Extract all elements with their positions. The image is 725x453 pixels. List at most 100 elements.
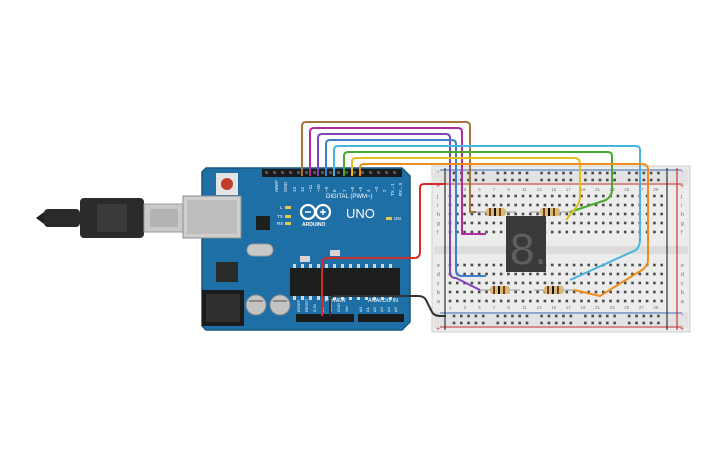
breadboard-hole[interactable]: [470, 203, 474, 207]
breadboard-hole[interactable]: [463, 221, 466, 225]
breadboard-hole[interactable]: [481, 321, 485, 325]
breadboard-hole[interactable]: [481, 171, 485, 175]
breadboard-hole[interactable]: [657, 178, 660, 182]
breadboard-hole[interactable]: [565, 230, 569, 234]
breadboard-hole[interactable]: [550, 272, 554, 276]
breadboard-hole[interactable]: [638, 281, 642, 285]
breadboard-hole[interactable]: [543, 203, 547, 207]
breadboard-hole[interactable]: [470, 221, 474, 225]
breadboard-hole[interactable]: [550, 194, 554, 198]
breadboard-hole[interactable]: [580, 281, 583, 285]
breadboard-hole[interactable]: [602, 230, 605, 234]
breadboard-hole[interactable]: [594, 230, 598, 234]
breadboard-hole[interactable]: [521, 212, 525, 216]
breadboard-hole[interactable]: [481, 314, 485, 318]
breadboard-hole[interactable]: [448, 281, 452, 285]
breadboard-hole[interactable]: [503, 178, 507, 182]
breadboard-hole[interactable]: [558, 299, 561, 303]
breadboard-hole[interactable]: [518, 178, 521, 182]
breadboard-hole[interactable]: [602, 212, 605, 216]
breadboard-hole[interactable]: [474, 321, 478, 325]
breadboard-hole[interactable]: [558, 203, 561, 207]
breadboard-hole[interactable]: [536, 290, 539, 294]
breadboard-hole[interactable]: [660, 290, 663, 294]
breadboard-hole[interactable]: [463, 299, 466, 303]
breadboard-hole[interactable]: [518, 314, 521, 318]
breadboard-hole[interactable]: [594, 299, 598, 303]
breadboard-hole[interactable]: [609, 290, 612, 294]
breadboard-hole[interactable]: [456, 299, 459, 303]
breadboard-hole[interactable]: [477, 230, 481, 234]
breadboard-hole[interactable]: [550, 221, 554, 225]
breadboard-hole[interactable]: [616, 272, 620, 276]
breadboard-hole[interactable]: [452, 321, 456, 325]
breadboard-hole[interactable]: [521, 299, 525, 303]
breadboard-hole[interactable]: [470, 290, 474, 294]
breadboard-hole[interactable]: [518, 171, 521, 175]
breadboard-hole[interactable]: [456, 290, 459, 294]
breadboard-hole[interactable]: [631, 299, 634, 303]
resistor[interactable]: [530, 208, 570, 216]
breadboard-hole[interactable]: [474, 178, 478, 182]
breadboard-hole[interactable]: [642, 321, 646, 325]
breadboard-hole[interactable]: [463, 212, 466, 216]
breadboard-hole[interactable]: [554, 178, 558, 182]
breadboard-hole[interactable]: [558, 281, 561, 285]
breadboard-hole[interactable]: [598, 314, 602, 318]
breadboard-hole[interactable]: [653, 281, 656, 285]
breadboard-hole[interactable]: [572, 272, 576, 276]
breadboard-hole[interactable]: [477, 263, 481, 267]
breadboard-hole[interactable]: [602, 203, 605, 207]
breadboard-hole[interactable]: [609, 272, 612, 276]
breadboard-hole[interactable]: [623, 263, 627, 267]
breadboard-hole[interactable]: [474, 314, 478, 318]
breadboard-hole[interactable]: [525, 178, 529, 182]
breadboard-hole[interactable]: [492, 221, 496, 225]
breadboard-hole[interactable]: [631, 263, 634, 267]
breadboard-hole[interactable]: [657, 171, 660, 175]
breadboard-hole[interactable]: [627, 314, 631, 318]
breadboard-hole[interactable]: [514, 203, 517, 207]
breadboard-hole[interactable]: [470, 263, 474, 267]
breadboard-hole[interactable]: [558, 230, 561, 234]
breadboard-hole[interactable]: [514, 281, 517, 285]
breadboard-hole[interactable]: [565, 221, 569, 225]
breadboard-hole[interactable]: [558, 194, 561, 198]
breadboard-hole[interactable]: [521, 194, 525, 198]
breadboard-hole[interactable]: [613, 314, 616, 318]
breadboard-hole[interactable]: [496, 178, 500, 182]
breadboard-hole[interactable]: [558, 221, 561, 225]
breadboard-hole[interactable]: [463, 290, 466, 294]
breadboard-hole[interactable]: [554, 314, 558, 318]
breadboard-hole[interactable]: [470, 212, 474, 216]
breadboard-hole[interactable]: [649, 321, 653, 325]
breadboard-hole[interactable]: [606, 321, 609, 325]
breadboard-hole[interactable]: [456, 230, 459, 234]
breadboard-hole[interactable]: [602, 299, 605, 303]
breadboard-hole[interactable]: [660, 263, 663, 267]
breadboard-hole[interactable]: [580, 263, 583, 267]
breadboard-hole[interactable]: [485, 203, 488, 207]
breadboard-hole[interactable]: [606, 314, 609, 318]
breadboard-hole[interactable]: [587, 230, 590, 234]
breadboard-hole[interactable]: [638, 263, 642, 267]
breadboard-hole[interactable]: [591, 178, 594, 182]
wire-red[interactable]: [321, 183, 446, 316]
breadboard-hole[interactable]: [587, 263, 590, 267]
breadboard-hole[interactable]: [499, 230, 503, 234]
arduino-uno-board[interactable]: AREF GND 13 12 ~11 ~10 ~9 8 7 ~6 ~5 4 ~3…: [182, 167, 411, 331]
breadboard-hole[interactable]: [456, 221, 459, 225]
breadboard-hole[interactable]: [653, 203, 656, 207]
breadboard-hole[interactable]: [594, 290, 598, 294]
wire-purple[interactable]: [317, 133, 481, 291]
breadboard-hole[interactable]: [609, 212, 612, 216]
breadboard-hole[interactable]: [635, 314, 638, 318]
wire-green[interactable]: [343, 151, 613, 213]
breadboard-hole[interactable]: [470, 194, 474, 198]
breadboard-hole[interactable]: [606, 171, 609, 175]
breadboard-hole[interactable]: [631, 221, 634, 225]
breadboard-hole[interactable]: [609, 203, 612, 207]
breadboard-hole[interactable]: [547, 178, 551, 182]
breadboard-hole[interactable]: [653, 299, 656, 303]
breadboard-hole[interactable]: [623, 221, 627, 225]
